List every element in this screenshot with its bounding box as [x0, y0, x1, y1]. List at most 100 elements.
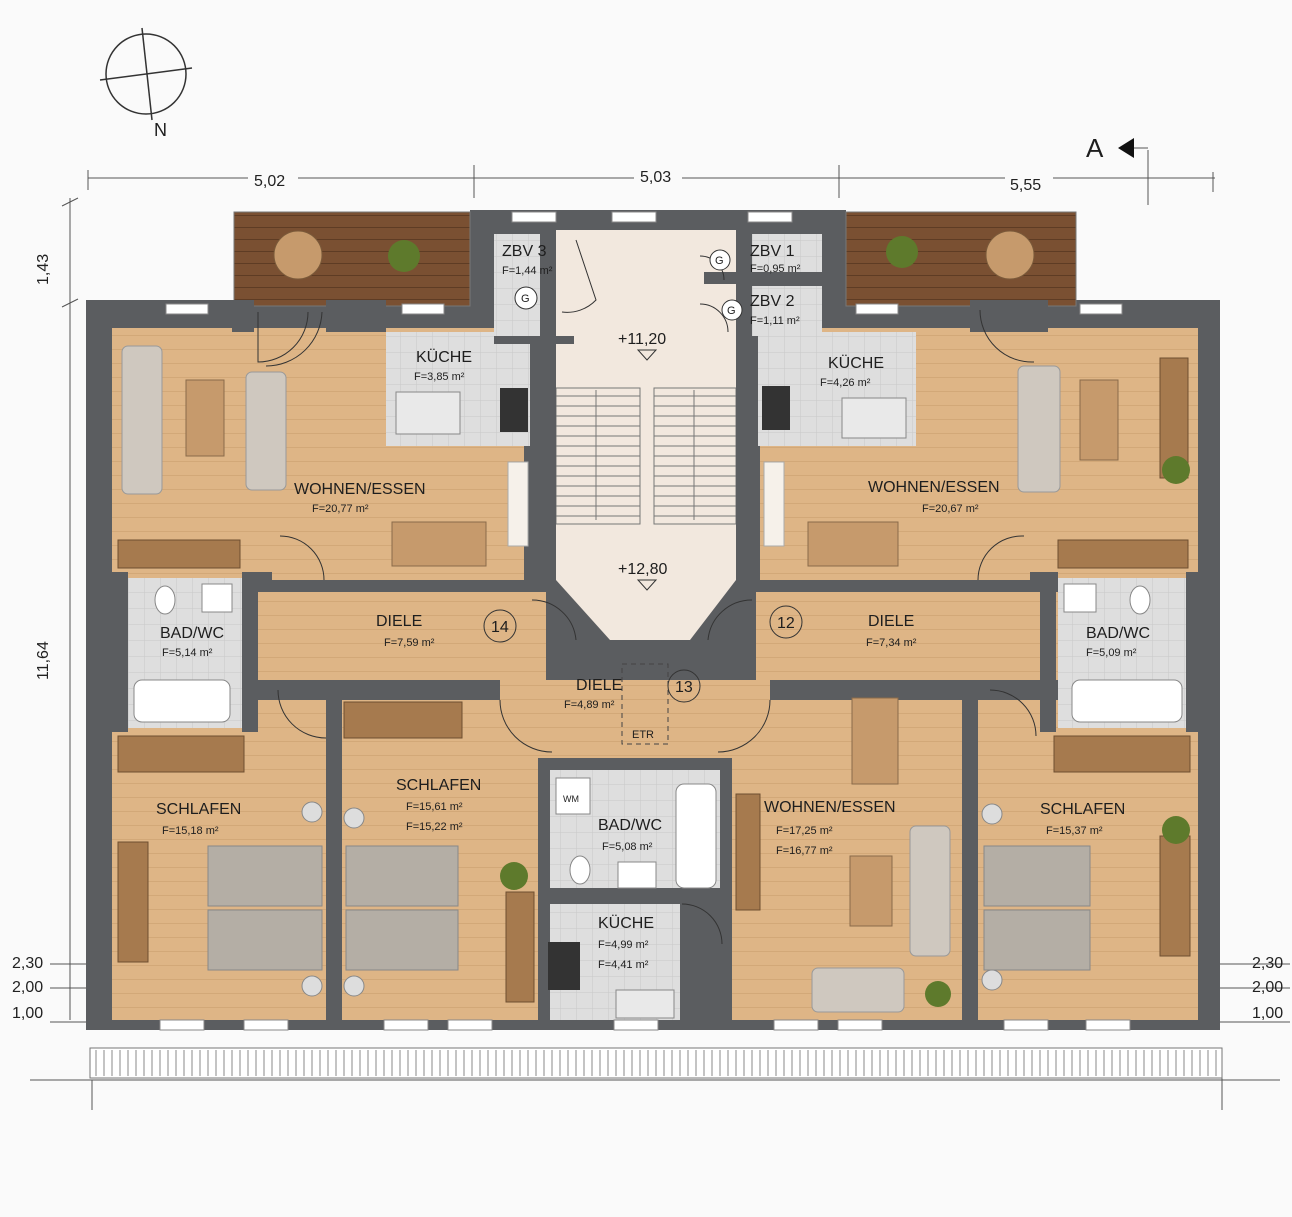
- wardrobe-icon: [1053, 735, 1191, 773]
- wohnen-middle-name: WOHNEN/ESSEN: [764, 799, 896, 816]
- schlafen-midleft-area: F=15,61 m²: [406, 801, 463, 813]
- washing-machine-icon: [555, 777, 591, 815]
- toilet-icon: [154, 585, 176, 615]
- bad-right-name: BAD/WC: [1086, 625, 1150, 642]
- bad-right-area: F=5,09 m²: [1086, 647, 1137, 659]
- kueche-middle-area2: F=4,41 m²: [598, 959, 649, 971]
- unit-number-left: 14: [491, 619, 509, 636]
- wardrobe-icon: [505, 891, 535, 1003]
- wohnen-right-area: F=20,67 m²: [922, 503, 979, 515]
- wardrobe-icon: [1057, 539, 1189, 569]
- kueche-right-area: F=4,26 m²: [820, 377, 871, 389]
- interior-walls: [112, 230, 1202, 1020]
- bad-middle-name: BAD/WC: [598, 817, 662, 834]
- dining-table-icon: [391, 521, 487, 567]
- compass-north-label: N: [154, 120, 167, 140]
- level-bottom-landing: +12,80: [618, 561, 667, 578]
- bed-icon: [343, 807, 459, 997]
- wardrobe-icon: [117, 841, 149, 963]
- kitchen-sink-icon: [395, 391, 461, 435]
- washbasin-icon: [201, 583, 233, 613]
- plant-icon: [1162, 816, 1190, 844]
- toilet-icon: [1129, 585, 1151, 615]
- washbasin-icon: [1063, 583, 1097, 613]
- kueche-middle-name: KÜCHE: [598, 914, 654, 932]
- dim-left-level-2: 2,00: [12, 979, 43, 996]
- bathtub-icon: [1071, 679, 1183, 723]
- etr-box: [621, 663, 669, 745]
- bed-icon: [207, 801, 323, 997]
- wardrobe-icon: [117, 735, 245, 773]
- section-arrow-icon: [1118, 138, 1134, 158]
- zbv3-area: F=1,44 m²: [502, 265, 553, 277]
- etr-label: ETR: [632, 729, 654, 741]
- diele-middle-area: F=4,89 m²: [564, 699, 615, 711]
- level-marker-icon: [636, 579, 658, 591]
- schlafen-midleft-area2: F=15,22 m²: [406, 821, 463, 833]
- zbv3-name: ZBV 3: [502, 243, 547, 260]
- windows: [159, 211, 1131, 1031]
- zbv3-symbol: G: [521, 293, 530, 305]
- terrace-hatch: [89, 1047, 1223, 1079]
- round-table-icon: [273, 230, 323, 280]
- zbv2-name: ZBV 2: [750, 293, 795, 310]
- plant-icon: [886, 236, 918, 268]
- zbv2-symbol: G: [727, 305, 736, 317]
- schlafen-right-name: SCHLAFEN: [1040, 801, 1125, 818]
- diele-right-name: DIELE: [868, 613, 914, 630]
- plant-icon: [1162, 456, 1190, 484]
- unit-number-right: 12: [777, 615, 795, 632]
- room-labels: ZBV 3 F=1,44 m² ZBV 1 F=0,95 m² ZBV 2 F=…: [156, 243, 1150, 971]
- shelf-icon: [507, 461, 529, 547]
- round-table-icon: [985, 230, 1035, 280]
- plant-icon: [388, 240, 420, 272]
- unit-number-circles: [483, 605, 803, 703]
- dim-left-1: 1,43: [35, 254, 52, 285]
- door-swings: [257, 239, 1037, 945]
- stove-icon: [500, 388, 528, 432]
- wohnen-right-name: WOHNEN/ESSEN: [868, 479, 1000, 496]
- sofa-icon: [121, 345, 163, 495]
- balcony-left: [233, 211, 471, 307]
- kueche-left-area: F=3,85 m²: [414, 371, 465, 383]
- dining-table-icon: [851, 697, 899, 785]
- bathtub-icon: [675, 783, 717, 889]
- section-marker-label: A: [1086, 133, 1104, 163]
- zbv1-name: ZBV 1: [750, 243, 795, 260]
- washbasin-icon: [617, 861, 657, 889]
- furniture: [117, 230, 1191, 1019]
- dim-left-2: 11,64: [35, 641, 52, 680]
- wardrobe-icon: [1159, 357, 1189, 479]
- kueche-right-name: KÜCHE: [828, 354, 884, 372]
- sofa-icon: [1017, 365, 1061, 493]
- sofa-icon: [245, 371, 287, 491]
- wardrobe-icon: [735, 793, 761, 911]
- zbv1-symbol: G: [715, 255, 724, 267]
- diele-left-name: DIELE: [376, 613, 422, 630]
- kitchen-sink-icon: [841, 397, 907, 439]
- schlafen-midleft-name: SCHLAFEN: [396, 777, 481, 794]
- wohnen-middle-area2: F=16,77 m²: [776, 845, 833, 857]
- kueche-middle-area: F=4,99 m²: [598, 939, 649, 951]
- washing-machine-label: WM: [563, 794, 579, 804]
- level-top-landing: +11,20: [618, 331, 666, 348]
- schlafen-left-name: SCHLAFEN: [156, 801, 241, 818]
- wohnen-left-name: WOHNEN/ESSEN: [294, 481, 426, 498]
- wardrobe-icon: [343, 701, 463, 739]
- bad-left-area: F=5,14 m²: [162, 647, 213, 659]
- coffee-table-icon: [185, 379, 225, 457]
- stove-icon: [762, 386, 790, 430]
- dimension-labels: 5,02 5,03 5,55 1,43 11,64 2,30 2,00 1,00…: [12, 164, 1283, 1022]
- schlafen-right-area: F=15,37 m²: [1046, 825, 1103, 837]
- dining-table-icon: [807, 521, 899, 567]
- bad-middle-area: F=5,08 m²: [602, 841, 653, 853]
- unit-number-middle: 13: [675, 679, 693, 696]
- diele-right-area: F=7,34 m²: [866, 637, 917, 649]
- gas-meter-icons: [514, 249, 743, 321]
- stove-icon: [548, 942, 580, 990]
- wohnen-middle-area: F=17,25 m²: [776, 825, 833, 837]
- kitchen-sink-icon: [615, 989, 675, 1019]
- level-marker-icon: [636, 349, 658, 361]
- sofa-icon: [811, 967, 905, 1013]
